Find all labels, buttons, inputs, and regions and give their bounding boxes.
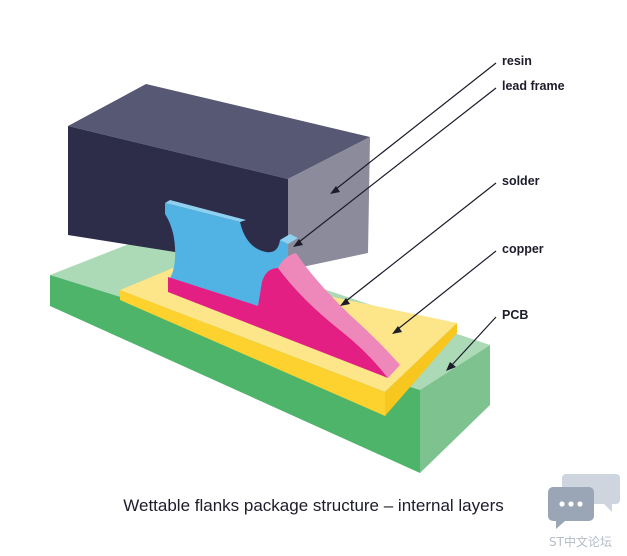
pcb-side-face xyxy=(420,345,490,473)
pcb-front-face xyxy=(50,275,420,473)
diagram-caption: Wettable flanks package structure – inte… xyxy=(123,496,504,515)
solder-label: solder xyxy=(502,174,540,188)
resin-leader-arrow xyxy=(330,186,340,194)
solder-back-face xyxy=(278,253,400,378)
pcb-leader-arrow xyxy=(446,362,456,371)
lead-frame-label: lead frame xyxy=(502,79,565,93)
lead-frame-leader-arrow xyxy=(293,239,303,247)
lead-frame-leader-line xyxy=(298,87,497,243)
copper-leader-line xyxy=(397,250,497,330)
copper-leader-arrow xyxy=(392,326,402,334)
resin-leader-line xyxy=(335,62,497,190)
resin-top-face xyxy=(68,84,370,179)
resin-side-face xyxy=(288,137,370,270)
forum-logo-icon xyxy=(548,474,620,529)
lead-frame-body xyxy=(165,203,288,308)
lead-frame-top-edge xyxy=(165,200,246,222)
watermark-text: ST中文论坛 xyxy=(549,535,612,549)
leader-lines xyxy=(293,62,497,371)
copper-front-face xyxy=(120,290,385,416)
solder-leader-arrow xyxy=(340,298,350,306)
pcb-leader-line xyxy=(450,316,497,367)
copper-label: copper xyxy=(502,242,544,256)
solder-front-face xyxy=(168,268,388,378)
solder-leader-line xyxy=(345,182,497,302)
pcb-label: PCB xyxy=(502,308,529,322)
lead-frame-notch-tab xyxy=(280,234,298,244)
resin-label: resin xyxy=(502,54,532,68)
solder-fillet xyxy=(168,253,400,378)
lead-frame xyxy=(165,200,298,308)
copper-side-face xyxy=(385,323,457,416)
